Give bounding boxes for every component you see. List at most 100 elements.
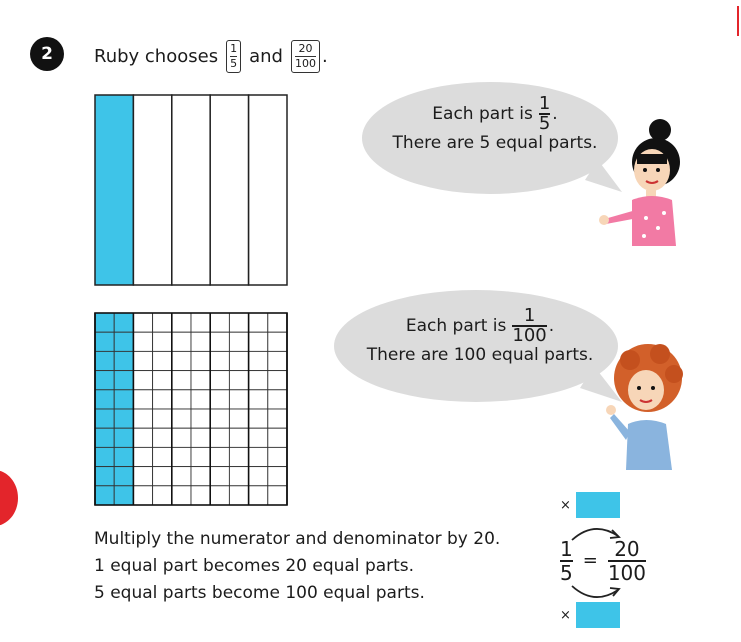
question-fraction-one-fifth: 1 5 <box>226 40 242 73</box>
hundredth-cell <box>152 427 173 448</box>
hundredth-cell <box>152 466 173 487</box>
hundredth-cell <box>248 446 269 468</box>
hundredth-cell-shaded <box>94 427 115 448</box>
hundredth-cell <box>132 389 154 410</box>
hundredth-cell-shaded <box>113 427 134 448</box>
hundredth-cell <box>190 370 211 391</box>
hundredth-cell <box>267 331 288 352</box>
hundredth-cell <box>190 446 211 468</box>
hundredth-cell <box>171 485 192 506</box>
hundredth-cell <box>132 350 154 372</box>
hundredth-cell-shaded <box>94 312 115 333</box>
hundredth-cell <box>132 485 154 506</box>
hundredth-cell <box>190 466 211 487</box>
hundredth-cell <box>190 408 211 429</box>
hundredth-cell-shaded <box>113 389 134 410</box>
hundredth-cell <box>171 446 192 468</box>
girl-character-icon <box>599 119 680 246</box>
hundredth-cell <box>228 312 250 333</box>
hundredth-cell-shaded <box>94 408 115 429</box>
bubble-1-text: Each part is 1 5 . There are 5 equal par… <box>392 93 598 153</box>
fifth-part <box>132 94 173 286</box>
fifth-part-shaded <box>94 94 135 286</box>
hundredth-cell <box>209 331 230 352</box>
red-edge-decoration <box>0 470 18 526</box>
hundredth-cell-shaded <box>94 466 115 487</box>
hundredth-cell <box>190 427 211 448</box>
question-connector: and <box>249 46 283 67</box>
boy-character-icon <box>606 344 683 470</box>
hundredth-cell <box>209 408 230 429</box>
hundredth-cell <box>228 370 250 391</box>
hundredth-cell <box>190 485 211 506</box>
hundredth-cell <box>267 427 288 448</box>
hundredth-cell-shaded <box>94 389 115 410</box>
hundredth-cell <box>248 466 269 487</box>
hundredth-cell <box>228 466 250 487</box>
hundredth-cell <box>209 370 230 391</box>
hundredth-cell-shaded <box>113 370 134 391</box>
hundredth-cell <box>267 389 288 410</box>
hundredth-cell <box>209 466 230 487</box>
hundredth-cell <box>228 389 250 410</box>
hundredth-cell <box>228 485 250 506</box>
hundredths-border <box>94 312 288 506</box>
equation-right-fraction: 20 100 <box>607 537 647 585</box>
question-fraction-twenty-hundredths: 20 100 <box>290 40 320 73</box>
question-suffix: . <box>321 46 328 67</box>
hundredth-cell <box>267 408 288 429</box>
speech-bubble-2 <box>334 290 622 402</box>
times-top-label: × <box>560 498 571 513</box>
hundredth-cell <box>267 446 288 468</box>
hundredth-cell <box>132 427 154 448</box>
hundredth-cell <box>267 350 288 372</box>
multiplier-box-bottom[interactable] <box>576 602 620 628</box>
bubble-2-fraction: 1 100 <box>512 305 547 346</box>
question-text: Ruby chooses 1 5 and 20 100 . <box>94 40 328 73</box>
hundredth-cell <box>248 331 269 352</box>
fifths-diagram <box>94 94 288 286</box>
multiplier-box-top[interactable] <box>576 492 620 518</box>
hundredth-cell <box>228 350 250 372</box>
question-prefix: Ruby chooses <box>94 46 219 67</box>
hundredth-cell <box>132 331 154 352</box>
question-number: 2 <box>30 37 64 71</box>
hundredth-cell <box>152 370 173 391</box>
speech-bubble-1 <box>362 82 622 194</box>
hundredth-cell-shaded <box>113 350 134 372</box>
hundredth-cell-shaded <box>94 446 115 468</box>
hundredth-cell <box>209 389 230 410</box>
hundredths-diagram <box>94 312 288 506</box>
hundredth-cell <box>190 389 211 410</box>
hundredth-cell <box>228 408 250 429</box>
hundredth-cell <box>248 485 269 506</box>
hundredth-cell-shaded <box>94 485 115 506</box>
hundredth-cell <box>209 350 230 372</box>
hundredth-cell <box>152 485 173 506</box>
hundredth-cell <box>171 370 192 391</box>
hundredth-cell <box>152 331 173 352</box>
hundredth-cell-shaded <box>113 446 134 468</box>
hundredth-cell <box>152 312 173 333</box>
hundredth-cell <box>267 370 288 391</box>
bubble-2-text: Each part is 1 100 . There are 100 equal… <box>366 305 594 365</box>
hundredth-cell <box>248 408 269 429</box>
hundredth-cell <box>171 331 192 352</box>
hundredth-cell-shaded <box>113 331 134 352</box>
hundredth-cell <box>248 350 269 372</box>
hundredth-cell-shaded <box>113 312 134 333</box>
hundredth-cell <box>209 446 230 468</box>
hundredth-cell <box>228 331 250 352</box>
hundredth-cell <box>209 485 230 506</box>
hundredth-cell-shaded <box>94 350 115 372</box>
hundredth-cell-shaded <box>113 485 134 506</box>
explanation: Multiply the numerator and denominator b… <box>94 529 501 603</box>
hundredth-cell <box>152 389 173 410</box>
hundredth-cell <box>132 312 154 333</box>
equation: 1 5 = 20 100 <box>558 538 648 584</box>
hundredth-cell <box>171 350 192 372</box>
hundredth-cell <box>248 389 269 410</box>
hundredth-cell <box>132 466 154 487</box>
hundredth-cell <box>171 312 192 333</box>
hundredth-cell <box>132 446 154 468</box>
